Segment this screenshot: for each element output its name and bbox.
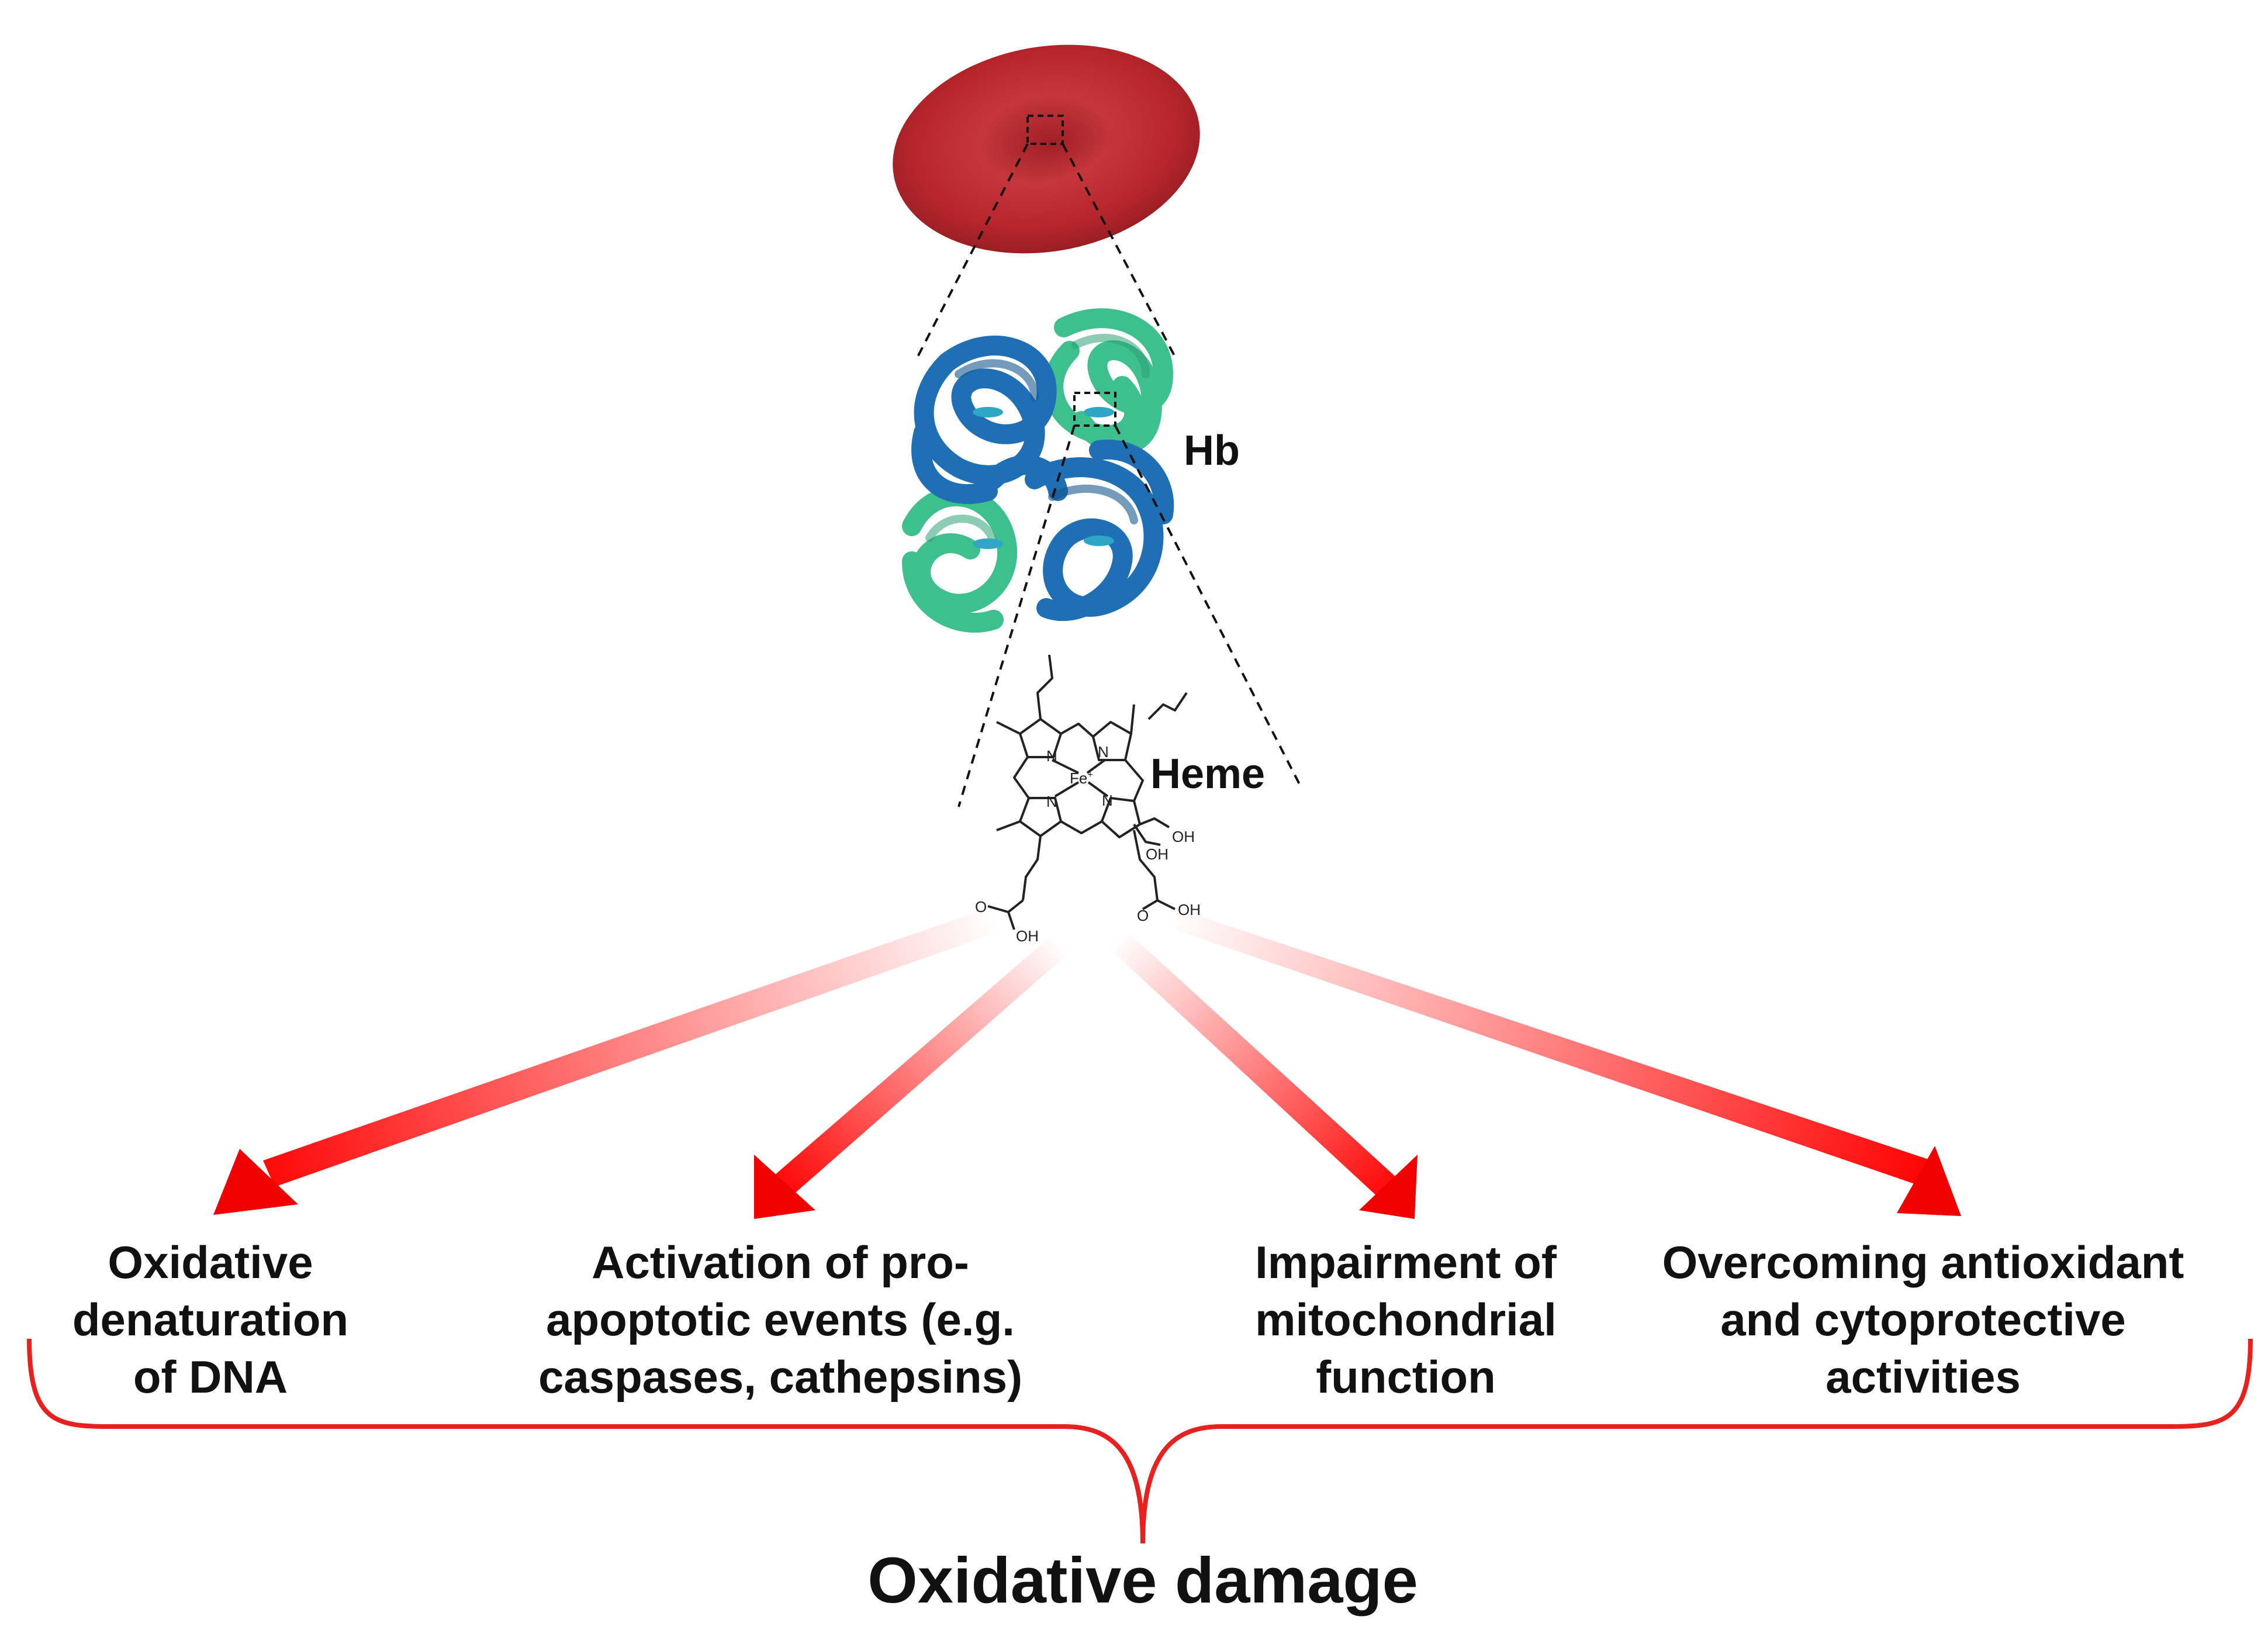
outcome-line: Impairment of: [1255, 1237, 1557, 1288]
outcome-line: Overcoming antioxidant: [1662, 1237, 2184, 1288]
red-blood-cell: [893, 44, 1200, 254]
zoom-lines-rbc: [917, 143, 1176, 357]
arrow-to-dna: [263, 905, 1005, 1187]
arrow-to-apoptosis: [775, 933, 1076, 1196]
outcome-line: of DNA: [133, 1351, 288, 1403]
arrow-to-antioxidant: [1166, 905, 1932, 1187]
outcome-line: activities: [1826, 1351, 2021, 1403]
heme-oh-label: OH: [1172, 828, 1195, 845]
heme-n-label: N: [1098, 743, 1109, 761]
effect-arrows: [213, 905, 1961, 1219]
arrowhead-dna: [213, 1149, 298, 1215]
outcome-line: caspases, cathepsins): [538, 1351, 1023, 1403]
arrowhead-apoptosis: [754, 1155, 815, 1219]
hb-zoom-box: [1073, 392, 1116, 427]
heme-n-label: N: [1102, 792, 1113, 809]
arrowhead-antioxidant: [1897, 1146, 1961, 1216]
heme-n-label: N: [1046, 747, 1057, 765]
arrowhead-mitochondria: [1359, 1155, 1418, 1219]
heme-fe-label: Fe+: [1070, 769, 1093, 787]
outcome-line: Oxidative: [108, 1237, 313, 1288]
oxidative-damage-title: Oxidative damage: [867, 1545, 1418, 1617]
rbc-zoom-box: [1026, 115, 1064, 145]
hb-label: Hb: [1184, 427, 1240, 474]
outcome-line: and cytoprotective: [1720, 1294, 2126, 1345]
curly-brace: [27, 1338, 2253, 1544]
outcome-line: apoptotic events (e.g.: [546, 1294, 1015, 1345]
outcome-line: function: [1316, 1351, 1496, 1403]
zoom-lines-hb: [957, 425, 1302, 807]
heme-oh-label: OH: [1016, 927, 1039, 945]
outcome-dna-denaturation: Oxidative denaturation of DNA: [72, 1234, 348, 1405]
outcome-pro-apoptotic-activation: Activation of pro- apoptotic events (e.g…: [538, 1234, 1022, 1405]
arrow-to-mitochondria: [1108, 933, 1397, 1199]
heme-atom-labels: N N N N Fe+ OH OH O OH O OH: [975, 743, 1201, 945]
outcome-antioxidant-overcoming: Overcoming antioxidant and cytoprotectiv…: [1662, 1234, 2184, 1405]
outcome-line: mitochondrial: [1255, 1294, 1557, 1345]
heme-oh-label: OH: [1146, 845, 1168, 863]
heme-n-label: N: [1046, 793, 1057, 810]
heme-structure: [987, 654, 1188, 930]
outcome-line: Activation of pro-: [592, 1237, 969, 1288]
outcome-mitochondrial-impairment: Impairment of mitochondrial function: [1255, 1234, 1557, 1405]
outcome-line: denaturation: [72, 1294, 349, 1345]
heme-label: Heme: [1150, 751, 1266, 797]
hemoglobin-molecule: [902, 308, 1174, 633]
heme-o-label: O: [1137, 907, 1149, 924]
